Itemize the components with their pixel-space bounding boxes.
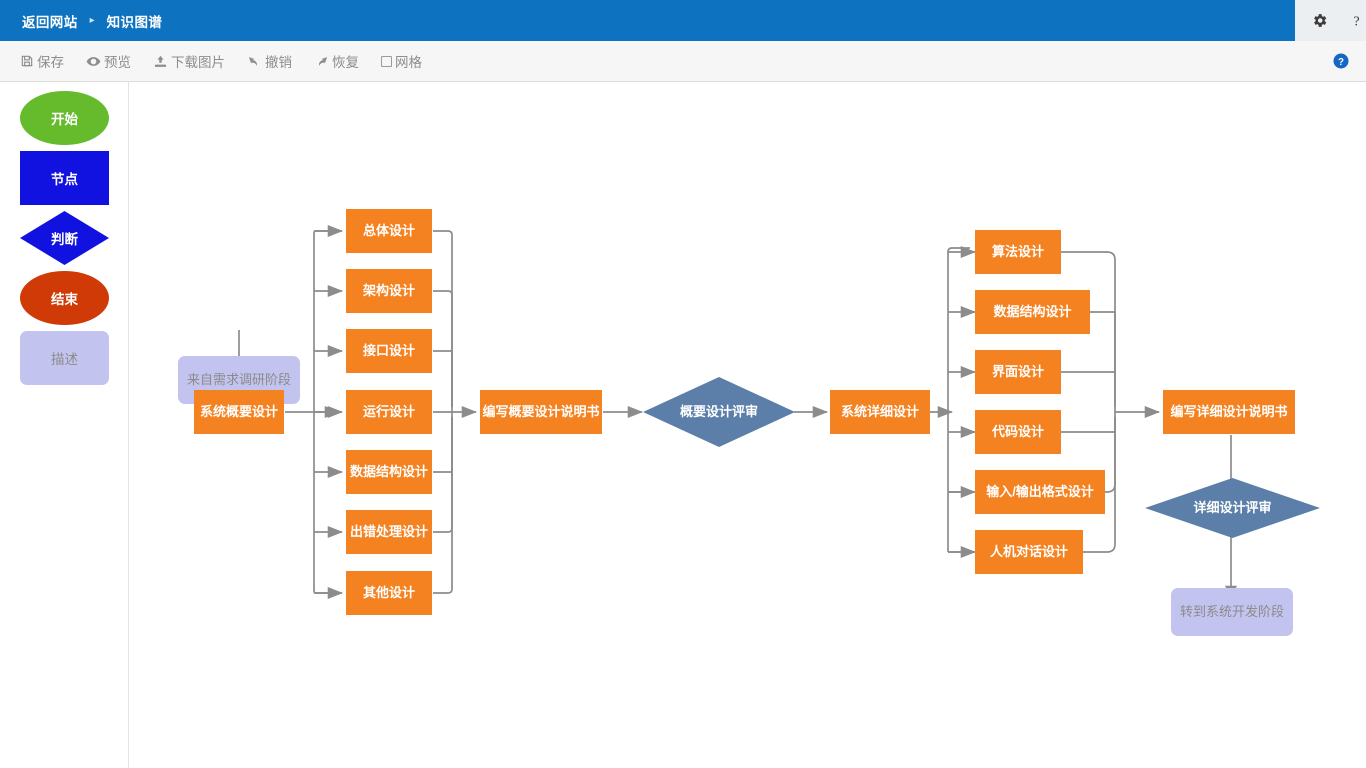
grid-label: 网格	[395, 55, 422, 70]
node-label: 代码设计	[991, 423, 1044, 439]
node-error-handling-design[interactable]: 出错处理设计	[346, 510, 432, 554]
palette-node-label: 节点	[51, 172, 78, 187]
svg-text:?: ?	[1353, 13, 1359, 29]
download-image-button[interactable]: 下载图片	[153, 51, 225, 71]
node-label: 输入/输出格式设计	[986, 483, 1094, 499]
palette-item-decision[interactable]: 判断	[20, 211, 109, 265]
preview-button[interactable]: 预览	[86, 51, 131, 71]
palette-item-node[interactable]: 节点	[20, 151, 109, 205]
node-other-design[interactable]: 其他设计	[346, 571, 432, 615]
preview-label: 预览	[104, 55, 131, 70]
header-right-actions: ?	[1295, 0, 1366, 41]
shape-palette: 开始 节点 判断 结束 描述	[0, 82, 129, 768]
redo-arrow-icon	[314, 54, 329, 69]
node-runtime-design[interactable]: 运行设计	[346, 390, 432, 434]
node-label: 概要设计评审	[679, 403, 758, 419]
editor-toolbar: 保存 预览 下载图片 撤销 恢	[0, 41, 1366, 82]
palette-item-start[interactable]: 开始	[20, 91, 109, 145]
node-label: 编写详细设计说明书	[1170, 403, 1288, 419]
breadcrumb-separator-icon: ▸	[89, 15, 95, 26]
download-image-icon	[153, 54, 168, 69]
palette-end-label: 结束	[51, 292, 78, 307]
redo-label: 恢复	[332, 55, 359, 70]
node-label: 数据结构设计	[349, 463, 428, 479]
node-ui-design[interactable]: 界面设计	[975, 350, 1061, 394]
palette-description-label: 描述	[51, 352, 78, 367]
node-label: 详细设计评审	[1193, 499, 1272, 515]
node-label: 系统详细设计	[840, 403, 919, 419]
save-button[interactable]: 保存	[20, 51, 64, 71]
download-image-label: 下载图片	[171, 55, 225, 70]
palette-item-description[interactable]: 描述	[20, 331, 109, 385]
undo-button[interactable]: 撤销	[247, 51, 292, 71]
node-write-outline-design-doc[interactable]: 编写概要设计说明书	[480, 390, 602, 434]
palette-start-label: 开始	[51, 112, 78, 127]
flowchart-edges	[233, 225, 1237, 602]
node-algorithm-design[interactable]: 算法设计	[975, 230, 1061, 274]
node-label: 界面设计	[991, 363, 1044, 379]
node-label: 编写概要设计说明书	[482, 403, 600, 419]
redo-button[interactable]: 恢复	[314, 51, 359, 71]
back-to-site-link[interactable]: 返回网站	[22, 14, 78, 30]
eye-icon	[86, 54, 101, 69]
checkbox-icon[interactable]	[381, 55, 392, 67]
node-human-machine-dialog-design[interactable]: 人机对话设计	[975, 530, 1083, 574]
undo-arrow-icon	[247, 54, 262, 69]
save-label: 保存	[37, 55, 64, 70]
help-circle-icon[interactable]: ?	[1332, 52, 1350, 70]
node-system-outline-design[interactable]: 系统概要设计	[194, 390, 284, 434]
node-label: 总体设计	[362, 222, 415, 238]
node-label: 人机对话设计	[989, 543, 1068, 559]
node-go-to-development-stage[interactable]: 转到系统开发阶段	[1171, 588, 1293, 636]
node-label: 运行设计	[362, 403, 415, 419]
node-label: 转到系统开发阶段	[1179, 603, 1284, 619]
node-label: 架构设计	[362, 282, 415, 298]
node-write-detail-design-doc[interactable]: 编写详细设计说明书	[1163, 390, 1295, 434]
node-data-structure-design-2[interactable]: 数据结构设计	[975, 290, 1090, 334]
node-overall-design[interactable]: 总体设计	[346, 209, 432, 253]
node-label: 数据结构设计	[993, 303, 1072, 319]
page-title: 知识图谱	[106, 14, 163, 30]
flowchart-canvas[interactable]: 来自需求调研阶段 系统概要设计 总体设计 架构设计 接口设计 运行设计 数据结构…	[130, 82, 1366, 768]
svg-text:?: ?	[1338, 57, 1344, 68]
node-system-detail-design[interactable]: 系统详细设计	[830, 390, 930, 434]
node-label: 来自需求调研阶段	[186, 371, 291, 387]
undo-label: 撤销	[265, 55, 292, 70]
node-code-design[interactable]: 代码设计	[975, 410, 1061, 454]
node-label: 接口设计	[362, 342, 415, 358]
node-label: 其他设计	[362, 584, 415, 600]
node-architecture-design[interactable]: 架构设计	[346, 269, 432, 313]
gear-icon[interactable]	[1311, 12, 1328, 29]
app-header: 返回网站 ▸ 知识图谱 ?	[0, 0, 1366, 41]
header-blue-bar: 返回网站 ▸ 知识图谱	[0, 0, 1295, 41]
grid-toggle[interactable]: 网格	[381, 51, 422, 71]
palette-decision-label: 判断	[51, 232, 78, 247]
node-data-structure-design-1[interactable]: 数据结构设计	[346, 450, 432, 494]
node-label: 系统概要设计	[199, 403, 278, 419]
save-icon	[20, 54, 34, 68]
node-label: 算法设计	[991, 243, 1044, 259]
palette-item-end[interactable]: 结束	[20, 271, 109, 325]
question-mark-icon[interactable]: ?	[1348, 12, 1365, 29]
node-io-format-design[interactable]: 输入/输出格式设计	[975, 470, 1105, 514]
node-label: 出错处理设计	[349, 523, 428, 539]
node-interface-design[interactable]: 接口设计	[346, 329, 432, 373]
